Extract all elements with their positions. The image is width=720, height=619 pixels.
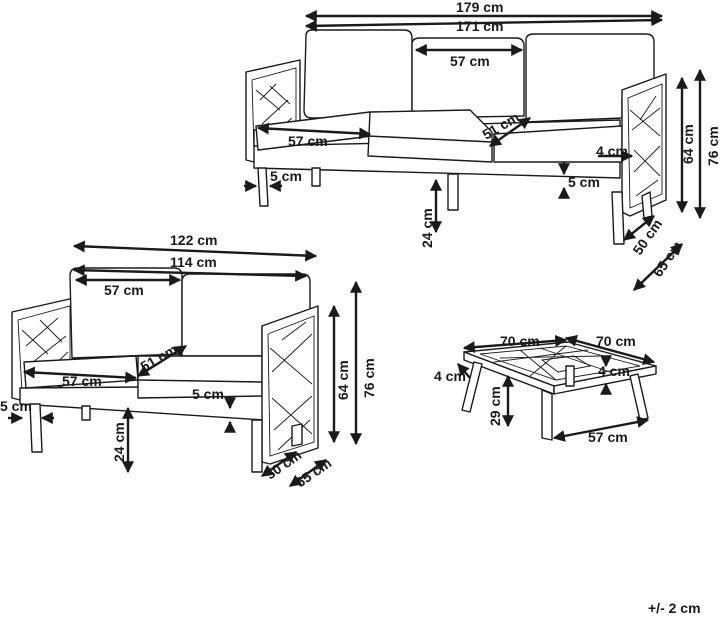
sofa3-seat-height-label: 64 cm bbox=[680, 124, 696, 164]
sofa3-seat-cushion-width-label: 57 cm bbox=[288, 133, 328, 149]
sofa3-leg-setback-label: 5 cm bbox=[568, 174, 600, 190]
three-seater-dimension-lines bbox=[244, 10, 706, 291]
three-seater-labels: 179 cm 171 cm 57 cm 57 cm 51 cm 4 cm 5 c… bbox=[270, 0, 720, 280]
table-height-label: 29 cm bbox=[487, 386, 503, 426]
coffee-table-dimension-lines bbox=[457, 334, 656, 442]
coffee-table-labels: 70 cm 70 cm 4 cm 4 cm 29 cm 57 cm bbox=[434, 333, 636, 445]
sofa2-seat-cushion-width-label: 57 cm bbox=[62, 373, 102, 389]
sofa2-overall-height-label: 76 cm bbox=[361, 358, 377, 398]
table-top-thickness-right-label: 4 cm bbox=[598, 363, 630, 379]
sofa3-cushion-thickness-label: 4 cm bbox=[596, 143, 628, 159]
sofa3-frame-thickness-label: 5 cm bbox=[270, 168, 302, 184]
sofa2-back-cushion-width-label: 57 cm bbox=[104, 282, 144, 298]
sofa3-leg-height-label: 24 cm bbox=[419, 208, 435, 248]
sofa3-overall-depth-label: 65 cm bbox=[649, 238, 685, 280]
table-top-thickness-left-label: 4 cm bbox=[434, 368, 466, 384]
sofa3-overall-width-label: 179 cm bbox=[456, 0, 503, 15]
two-seater-sofa-drawing bbox=[11, 267, 319, 473]
table-width-a-label: 70 cm bbox=[500, 333, 540, 349]
sofa2-seat-height-label: 64 cm bbox=[335, 360, 351, 400]
sofa3-inner-width-label: 171 cm bbox=[456, 18, 503, 34]
table-base-width-label: 57 cm bbox=[588, 429, 628, 445]
sofa3-back-cushion-width-label: 57 cm bbox=[450, 53, 490, 69]
sofa2-overall-width-label: 122 cm bbox=[170, 232, 217, 248]
two-seater-dimension-lines bbox=[8, 240, 362, 487]
sofa2-frame-thickness-label: 5 cm bbox=[0, 398, 32, 414]
sofa2-inner-width-label: 114 cm bbox=[170, 254, 217, 270]
sofa2-leg-setback-label: 5 cm bbox=[192, 386, 224, 402]
tolerance-note: +/- 2 cm bbox=[648, 600, 701, 616]
sofa2-leg-height-label: 24 cm bbox=[111, 422, 127, 462]
sofa3-seat-depth-label: 50 cm bbox=[629, 216, 665, 258]
table-width-b-label: 70 cm bbox=[596, 333, 636, 349]
sofa3-overall-height-label: 76 cm bbox=[705, 126, 720, 166]
